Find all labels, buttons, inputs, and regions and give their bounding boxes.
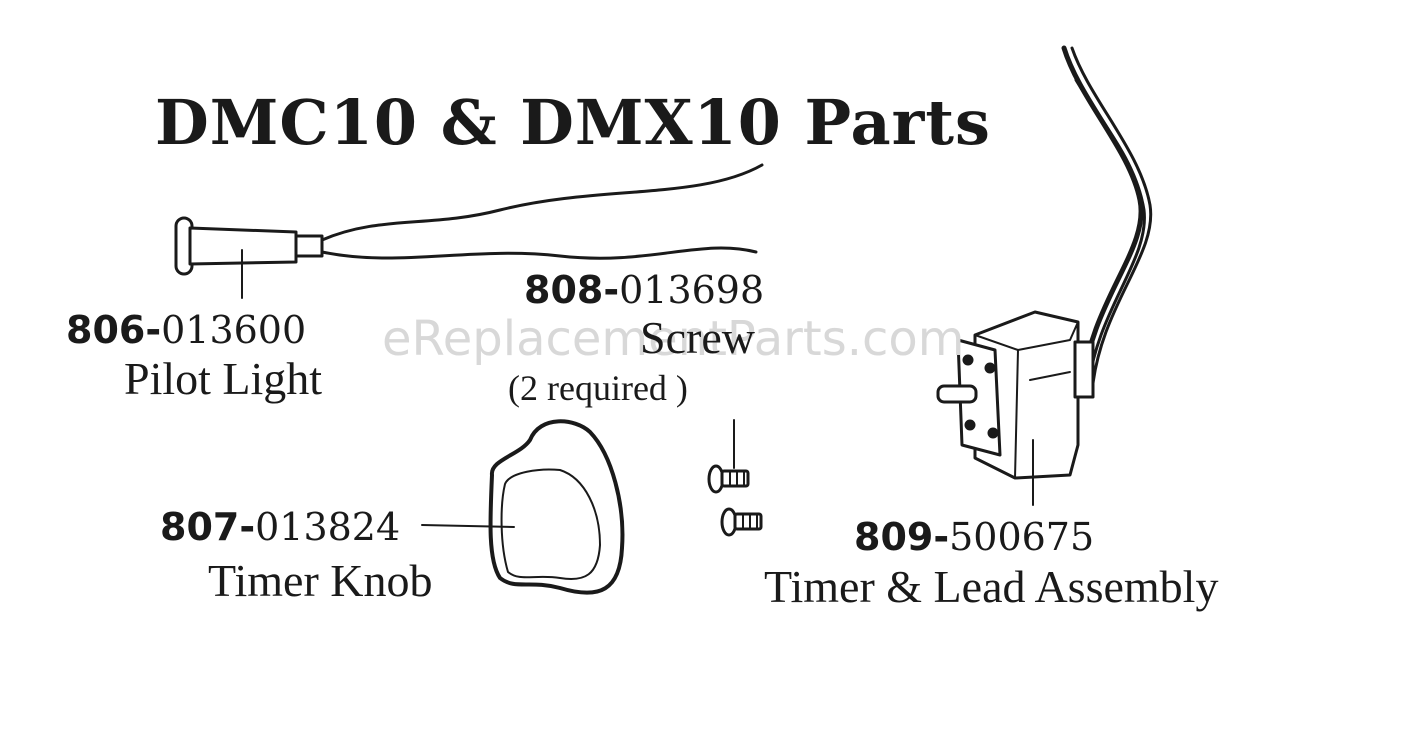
watermark: eReplacementParts.com bbox=[382, 311, 965, 367]
timer-assembly-name: Timer & Lead Assembly bbox=[764, 561, 1219, 612]
pilot-light-part-number: 806-013600 bbox=[66, 308, 307, 352]
screw-quantity-note: (2 required ) bbox=[508, 368, 688, 408]
screw-part-number: 808-013698 bbox=[524, 268, 765, 312]
pilot-light-name: Pilot Light bbox=[124, 353, 323, 404]
pilot-light-illustration bbox=[174, 163, 764, 299]
timer-knob-illustration bbox=[421, 419, 625, 595]
timer-assembly-part-number: 809-500675 bbox=[854, 515, 1095, 559]
timer-knob-part-number: 807-013824 bbox=[160, 505, 401, 549]
screw-illustration bbox=[707, 419, 763, 537]
screw-name: Screw bbox=[640, 312, 755, 363]
page-title: DMC10 & DMX10 Parts bbox=[155, 86, 991, 159]
timer-assembly-illustration bbox=[936, 45, 1153, 506]
timer-knob-name: Timer Knob bbox=[208, 555, 433, 606]
